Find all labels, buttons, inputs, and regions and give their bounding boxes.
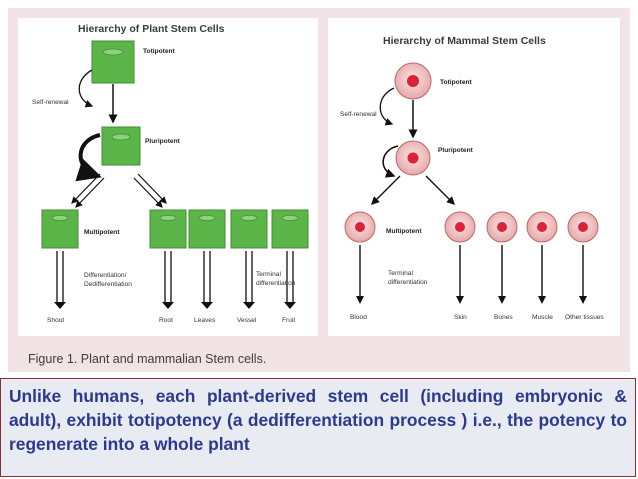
mammal-terminal-label: Terminal	[388, 270, 413, 277]
body-text-box: Unlike humans, each plant-derived stem c…	[0, 378, 636, 477]
plant-multipotent-cells	[41, 209, 309, 249]
mammal-hierarchy-panel: Hierarchy of Mammal Stem Cells Totipoten…	[328, 18, 620, 336]
plant-hierarchy-panel: Hierarchy of Plant Stem Cells Totipotent…	[18, 18, 318, 336]
figure-caption: Figure 1. Plant and mammalian Stem cells…	[28, 352, 267, 366]
plant-totipotent-label: Totipotent	[143, 48, 176, 55]
mammal-multipotent-cells	[344, 211, 599, 243]
mammal-output-bones: Bones	[494, 314, 513, 321]
plant-pluripotent-loop-arrow	[75, 133, 102, 182]
mammal-output-muscle: Muscle	[532, 314, 553, 321]
mammal-totipotent-cell	[394, 62, 432, 100]
mammal-pluripotent-label: Pluripotent	[438, 147, 474, 154]
plant-output-fruit: Fruit	[282, 317, 295, 324]
mammal-output-blood: Blood	[350, 314, 367, 321]
body-text: Unlike humans, each plant-derived stem c…	[9, 386, 627, 455]
plant-terminal-label: Terminal	[256, 271, 281, 278]
plant-multipotent-label: Multipotent	[84, 229, 120, 236]
mammal-pluripotent-loop-arrow	[382, 145, 399, 178]
plant-self-renewal-arrow	[78, 69, 94, 108]
figure-panel: Hierarchy of Plant Stem Cells Totipotent…	[8, 8, 630, 372]
plant-differentiation-arrows	[56, 251, 294, 302]
mammal-output-skin: Skin	[454, 314, 467, 321]
plant-differentiation-label: Differentiation/	[84, 272, 127, 279]
mammal-multipotent-label: Multipotent	[386, 228, 422, 235]
plant-dedifferentiation-label: Dedifferentiation	[84, 281, 132, 288]
mammal-self-renewal-label: Self-renewal	[340, 111, 377, 118]
plant-output-leaves: Leaves	[194, 317, 216, 324]
plant-title: Hierarchy of Plant Stem Cells	[78, 23, 225, 35]
plant-pluripotent-label: Pluripotent	[145, 138, 181, 145]
plant-output-shoot: Shoot	[47, 317, 64, 324]
mammal-differentiation-arrows	[359, 245, 584, 296]
plant-self-renewal-label: Self-renewal	[32, 99, 69, 106]
mammal-title: Hierarchy of Mammal Stem Cells	[383, 35, 546, 47]
mammal-totipotent-label: Totipotent	[440, 79, 473, 86]
plant-hierarchy-diagram: Hierarchy of Plant Stem Cells Totipotent…	[32, 23, 309, 324]
plant-totipotent-cell	[91, 40, 135, 84]
plant-pluripotent-cell	[101, 126, 141, 166]
plant-output-root: Root	[159, 317, 173, 324]
mammal-output-other-tissues: Other tissues	[565, 314, 605, 321]
mammal-hierarchy-diagram: Hierarchy of Mammal Stem Cells Totipoten…	[340, 35, 605, 321]
plant-terminal-differentiation-label: differentiation	[256, 280, 296, 287]
mammal-pluripotent-cell	[395, 140, 431, 176]
plant-output-vessel: Vessel	[237, 317, 257, 324]
mammal-self-renewal-arrow	[379, 87, 395, 126]
mammal-terminal-differentiation-label: differentiation	[388, 279, 428, 286]
